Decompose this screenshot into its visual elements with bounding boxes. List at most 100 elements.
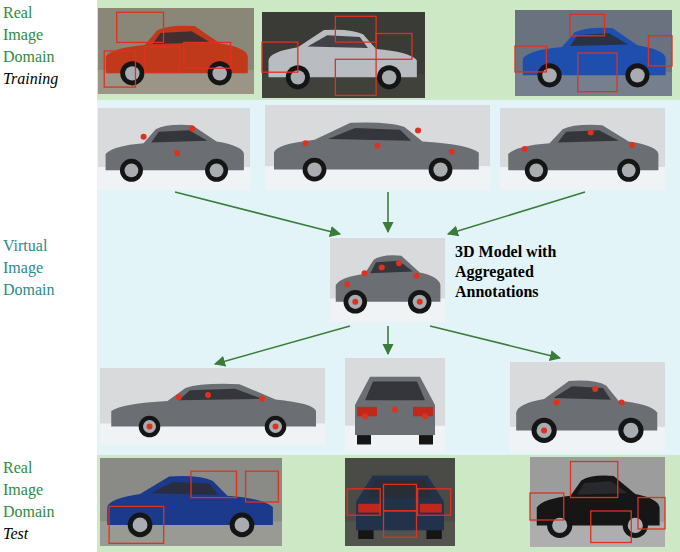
photo-background <box>265 105 490 190</box>
photo-background <box>100 368 325 445</box>
keypoint-dot <box>522 146 528 152</box>
domain-band: Real Image DomainTest <box>0 455 680 552</box>
photo-background <box>515 10 672 96</box>
part-box <box>418 489 451 515</box>
model-label: 3D Model with Aggregated Annotations <box>455 242 587 302</box>
part-box <box>262 42 298 72</box>
tire <box>618 418 643 443</box>
car-photo <box>262 12 425 98</box>
rim <box>269 420 282 433</box>
keypoint-dot <box>205 392 211 398</box>
car-window <box>365 382 425 401</box>
car-photo <box>265 105 490 190</box>
keypoint-dot <box>273 424 279 430</box>
tire <box>139 416 161 438</box>
car-photo <box>330 238 445 322</box>
rim <box>133 517 148 532</box>
tire <box>532 418 557 443</box>
keypoint-dot <box>303 140 309 146</box>
photo-background <box>100 458 282 546</box>
photo-background <box>98 108 250 190</box>
domain-label: Virtual Image Domain <box>3 235 65 301</box>
car-window <box>151 482 218 495</box>
rim <box>623 423 638 438</box>
photo-background <box>262 12 425 98</box>
car-window <box>328 128 411 141</box>
rim <box>433 162 447 176</box>
band-fill <box>97 100 680 455</box>
photo-background <box>500 108 665 190</box>
keypoint-dot <box>413 273 419 279</box>
car-window <box>577 481 627 495</box>
keypoint-dot <box>422 413 428 419</box>
car-photo <box>345 458 455 546</box>
car-photo <box>345 358 445 452</box>
part-box <box>648 36 672 66</box>
photo-background <box>530 457 665 547</box>
keypoint-dot <box>415 128 421 134</box>
keypoint-dot <box>619 400 625 406</box>
domain-label: Real Image Domain <box>3 2 65 68</box>
rim <box>622 163 636 177</box>
tire <box>419 435 433 444</box>
tire <box>525 159 548 182</box>
tire <box>265 416 287 438</box>
car-photo <box>510 362 665 452</box>
keypoint-dot <box>449 149 455 155</box>
part-box <box>184 42 231 68</box>
part-box <box>191 471 237 497</box>
part-box <box>145 47 179 73</box>
domain-label: Real Image Domain <box>3 457 65 523</box>
domain-band: Real Image DomainTraining <box>0 0 680 100</box>
part-box <box>347 489 380 515</box>
flow-arrow <box>448 192 585 234</box>
keypoint-dot <box>541 427 547 433</box>
tire <box>617 159 640 182</box>
part-box <box>376 34 412 60</box>
tail-light <box>358 504 380 513</box>
tire <box>344 290 368 314</box>
part-box <box>117 12 164 42</box>
part-box <box>246 471 279 502</box>
flow-arrow <box>215 326 350 364</box>
tire <box>128 513 153 538</box>
tire <box>429 158 453 182</box>
part-box <box>571 462 618 498</box>
keypoint-dot <box>352 299 358 305</box>
photo-background <box>510 362 665 452</box>
part-box <box>109 506 164 543</box>
ground <box>100 423 325 445</box>
part-box <box>578 53 617 92</box>
keypoint-dot <box>588 130 594 136</box>
band-fill <box>97 455 680 552</box>
tire <box>120 159 143 182</box>
car-window <box>553 386 610 400</box>
model-callout: 3D Model with Aggregated Annotations <box>330 238 592 324</box>
keypoint-dot <box>344 281 350 287</box>
car-photo <box>515 10 672 96</box>
keypoint-dot <box>396 260 402 266</box>
keypoint-dot <box>174 150 180 156</box>
keypoint-dot <box>176 394 182 400</box>
car-window <box>370 261 413 274</box>
keypoint-dot <box>592 386 598 392</box>
keypoint-dot <box>189 126 195 132</box>
tire <box>303 158 327 182</box>
tire <box>408 290 432 314</box>
flow-arrow <box>387 192 389 232</box>
rim <box>542 68 556 82</box>
keypoint-dot <box>362 413 368 419</box>
car-window <box>558 130 619 142</box>
car-body-group <box>356 476 444 539</box>
photo-background <box>345 458 455 546</box>
part-box <box>570 14 605 36</box>
car-window <box>151 130 207 142</box>
rim <box>307 162 321 176</box>
rim <box>382 70 396 84</box>
car-body-group <box>355 377 435 445</box>
tire <box>120 61 144 85</box>
tire <box>230 513 255 538</box>
keypoint-dot <box>362 270 368 276</box>
car-body <box>356 476 444 531</box>
